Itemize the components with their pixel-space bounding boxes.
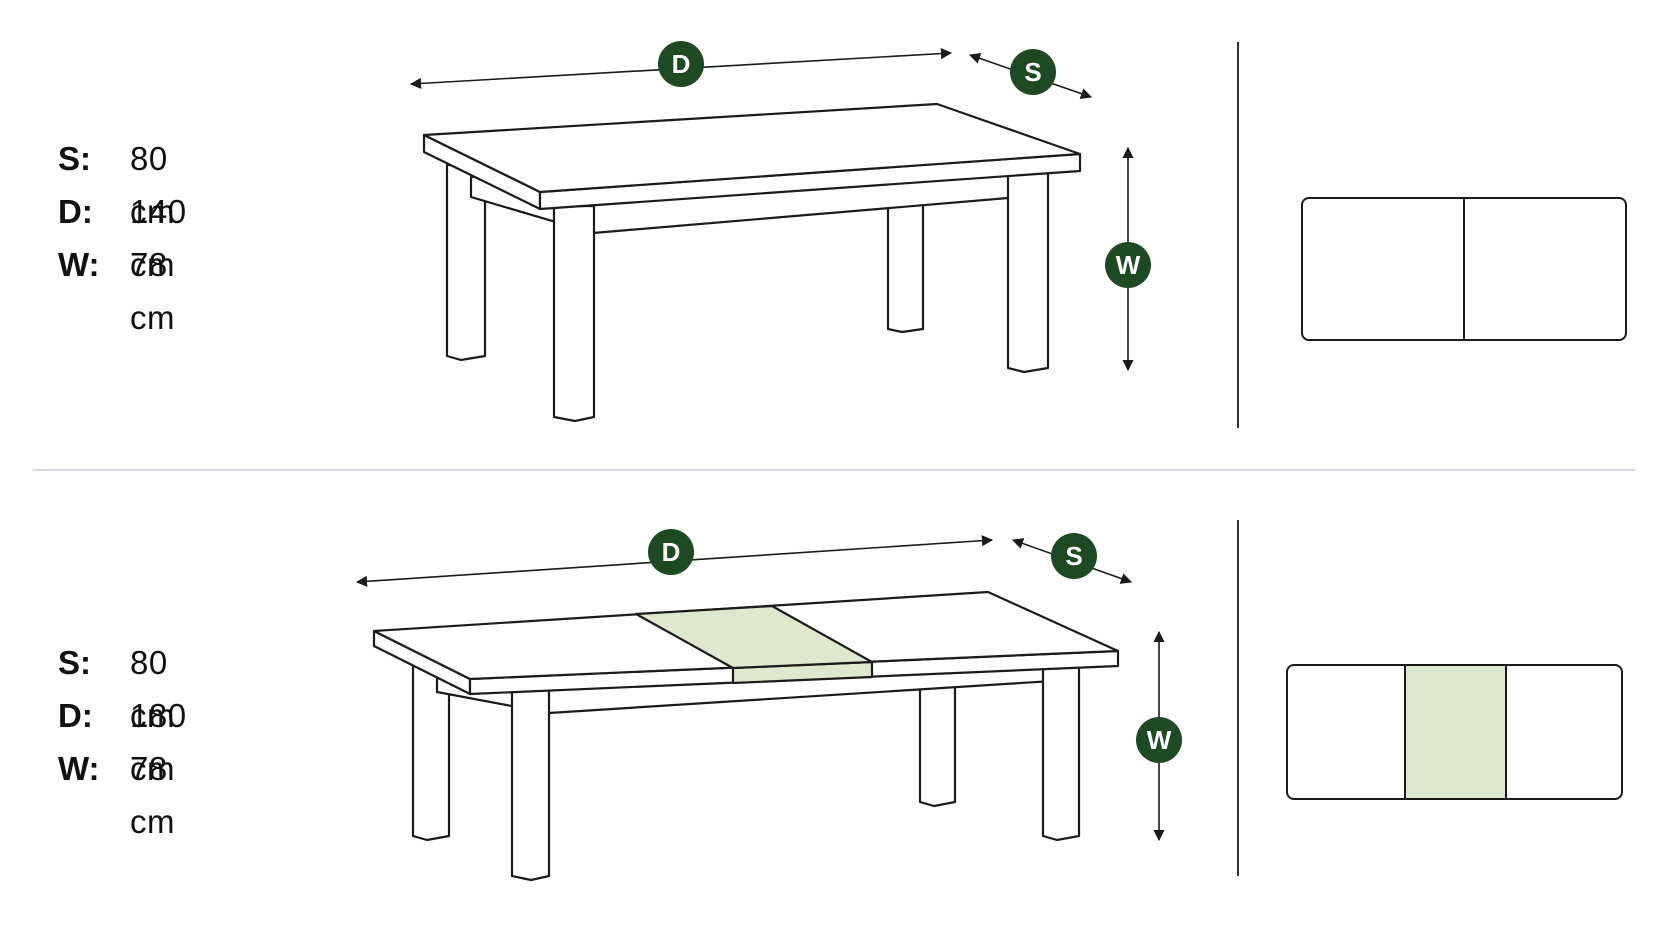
leg-front-left (552, 204, 596, 423)
leg-front-left (510, 688, 551, 882)
depth-badge: D (648, 529, 694, 575)
extension-leaf (634, 604, 874, 670)
spec-key: D: (58, 193, 93, 230)
table-closed-drawing: D S W (409, 41, 1151, 423)
spec-key: S: (58, 140, 91, 177)
svg-text:D: D (672, 49, 691, 79)
spec-value: 140 cm (130, 193, 187, 283)
tabletop (422, 102, 1082, 194)
leg-front-right (1041, 649, 1081, 842)
leg-back-right (886, 196, 925, 334)
spec-key: S: (58, 644, 91, 681)
svg-text:D: D (662, 537, 681, 567)
top-view-extension-leaf (1405, 666, 1506, 798)
spec-key: D: (58, 697, 93, 734)
spec-value: 180 cm (130, 697, 187, 787)
leg-front-right (1006, 164, 1050, 374)
table-extended-drawing: D S W (355, 529, 1182, 882)
svg-text:S: S (1065, 541, 1082, 571)
top-view-extended (1286, 664, 1623, 800)
svg-text:W: W (1147, 725, 1172, 755)
spec-value: 80 cm (130, 140, 175, 230)
svg-text:W: W (1116, 250, 1141, 280)
width-badge: S (1051, 533, 1097, 579)
spec-value: 78 cm (130, 750, 175, 840)
spec-value: 80 cm (130, 644, 175, 734)
leg-back-right (918, 680, 957, 808)
spec-value: 78 cm (130, 246, 175, 336)
spec-key: W: (58, 750, 100, 787)
top-view-closed (1301, 197, 1627, 341)
height-badge: W (1105, 242, 1151, 288)
svg-text:S: S (1024, 57, 1041, 87)
depth-badge: D (658, 41, 704, 87)
spec-key: W: (58, 246, 100, 283)
width-badge: S (1010, 49, 1056, 95)
height-badge: W (1136, 717, 1182, 763)
